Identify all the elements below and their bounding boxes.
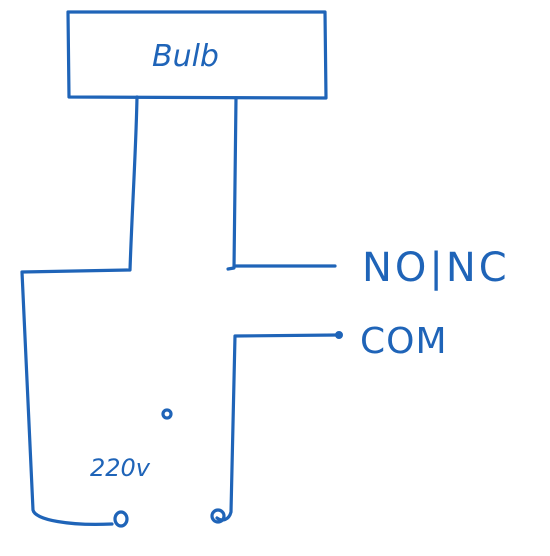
no-nc-label: NO|NC [362, 245, 510, 291]
com-terminal-dot [335, 331, 343, 339]
bulb-right-wire [226, 96, 337, 271]
bulb-box [66, 10, 328, 100]
bulb-label: Bulb [152, 39, 219, 74]
supply-terminal-top [161, 408, 173, 420]
com-label: COM [360, 321, 448, 362]
com-wire [215, 333, 340, 522]
supply-terminal-left [113, 510, 129, 528]
bulb-left-wire [20, 95, 139, 526]
supply-voltage-label: 220v [90, 454, 151, 482]
supply-terminal-right [210, 508, 226, 524]
